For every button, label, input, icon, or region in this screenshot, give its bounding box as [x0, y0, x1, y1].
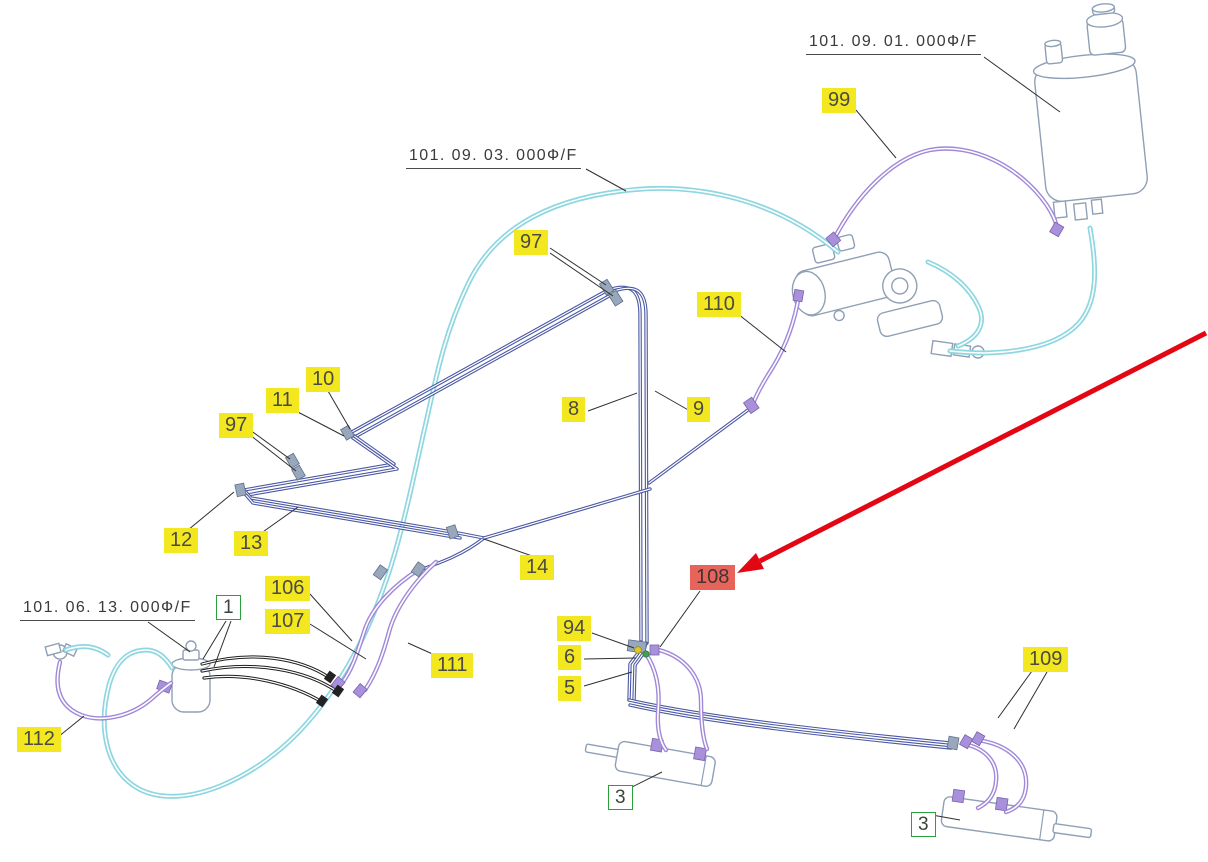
leader-lines: [57, 56, 1061, 821]
callout-110: 110: [697, 292, 741, 317]
callout-10: 10: [306, 367, 341, 392]
callout-106: 106: [265, 576, 311, 601]
accumulator-101-06-13: [156, 640, 211, 713]
hydraulic-cylinder-2: [940, 788, 1093, 842]
callout-97-left: 97: [219, 413, 254, 438]
black-hoses: [200, 655, 340, 704]
callout-109: 109: [1023, 647, 1069, 672]
cyan-suction-hoses: [66, 188, 1095, 796]
callout-108-highlight: 108: [690, 565, 736, 590]
callout-14: 14: [520, 555, 555, 580]
callout-13: 13: [234, 531, 269, 556]
red-pointer-arrow: [737, 330, 1208, 573]
callout-99: 99: [822, 88, 857, 113]
purple-pressure-hoses: [58, 149, 1057, 812]
callout-12: 12: [164, 528, 199, 553]
callout-111: 111: [431, 653, 474, 678]
callout-9: 9: [687, 397, 711, 422]
callout-112: 112: [17, 727, 61, 752]
callout-3-center: 3: [608, 785, 633, 810]
part-ref-101-09-01: 101. 09. 01. 000Ф/F: [806, 33, 981, 55]
callout-1: 1: [216, 595, 241, 620]
callout-107: 107: [265, 609, 311, 634]
callout-5: 5: [558, 676, 582, 701]
reservoir-tank: [1032, 3, 1148, 221]
callout-8: 8: [562, 397, 586, 422]
part-ref-101-06-13: 101. 06. 13. 000Ф/F: [20, 599, 195, 621]
connector-fittings: [234, 221, 1065, 751]
hydraulic-cylinder-1: [584, 737, 716, 787]
callout-6: 6: [558, 645, 582, 670]
callout-94: 94: [557, 616, 592, 641]
callout-11: 11: [266, 388, 299, 413]
callout-97-upper: 97: [514, 230, 549, 255]
part-ref-101-09-03: 101. 09. 03. 000Ф/F: [406, 147, 581, 169]
pump-valve-assembly: [791, 233, 944, 338]
callout-3-right: 3: [911, 812, 936, 837]
